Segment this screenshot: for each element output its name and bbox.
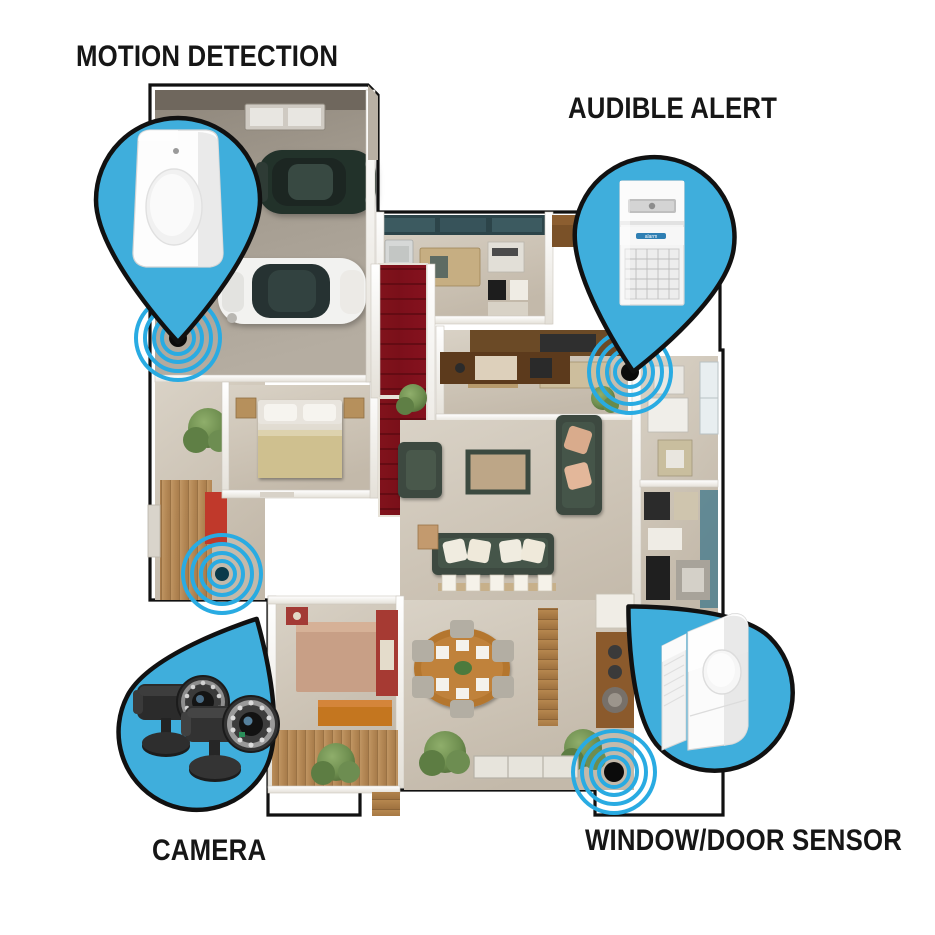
cctv-cameras-device [133, 675, 280, 782]
bed-left [258, 400, 342, 478]
armchair [398, 442, 442, 498]
car-dark [256, 150, 376, 214]
sofa-right [556, 415, 602, 515]
pin-window-door-sensor[interactable] [600, 578, 805, 788]
tv-console [440, 352, 570, 384]
dining-chairs [412, 620, 514, 718]
siren-alarm-device: alarm [619, 180, 685, 306]
label-camera: CAMERA [152, 834, 267, 867]
pin-audible-alert[interactable]: alarm [552, 135, 752, 375]
pin-motion-detection[interactable] [78, 95, 278, 345]
plant-living [396, 384, 427, 415]
label-audible-alert: AUDIBLE ALERT [568, 92, 778, 125]
pin-camera[interactable] [105, 598, 305, 828]
plant-patio [311, 743, 360, 785]
motion-sensor-device [132, 129, 224, 268]
label-window-door-sensor: WINDOW/DOOR SENSOR [585, 824, 903, 857]
garage-light [244, 103, 326, 131]
plant-dining-1 [419, 731, 470, 776]
sofa-main [432, 533, 554, 575]
patio-deck [267, 730, 401, 816]
roof-corner [368, 85, 378, 160]
dining-table [414, 628, 510, 708]
car-white [218, 258, 366, 324]
label-motion-detection: MOTION DETECTION [76, 40, 339, 73]
shrub-entry [183, 408, 230, 453]
window-door-sensor-device [661, 613, 749, 751]
svg-text:alarm: alarm [645, 234, 658, 240]
room-bedroom-left [221, 381, 379, 499]
console-candles [438, 574, 556, 592]
stairs [370, 263, 428, 399]
